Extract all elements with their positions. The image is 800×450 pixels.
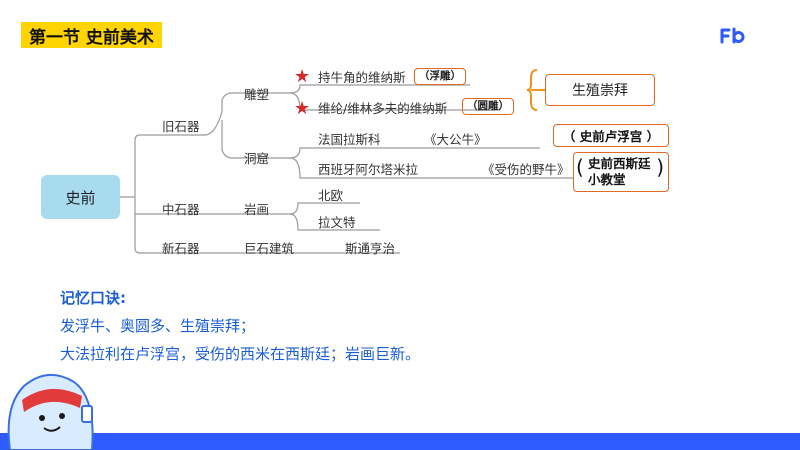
memo-line-1: 发浮牛、奥圆多、生殖崇拜； xyxy=(60,317,256,335)
root-node: 史前 xyxy=(41,175,120,219)
fertility-worship-box: 生殖崇拜 xyxy=(545,74,655,106)
venus-willendorf-name: 维纶/维林多夫的维纳斯 xyxy=(318,101,448,116)
lascaux-note-box: （ 史前卢浮宫 ） xyxy=(553,124,669,147)
page-title: 第一节 史前美术 xyxy=(21,22,162,48)
altamira-paren-left: ( xyxy=(576,155,584,179)
memo-title: 记忆口诀: xyxy=(60,289,126,307)
altamira-note-line-2: 小教堂 xyxy=(588,172,626,187)
sculpture-label: 雕塑 xyxy=(244,87,270,102)
star-icon: ★ xyxy=(294,98,311,119)
mesolithic-label: 中石器 xyxy=(162,202,200,217)
lascaux-name: 法国拉斯科 xyxy=(318,132,381,147)
stonehenge-item: 斯通亨治 xyxy=(345,241,396,256)
cave-label: 洞窟 xyxy=(244,151,270,166)
bottom-bar xyxy=(0,433,800,450)
logo-icon xyxy=(719,26,749,46)
neolithic-label: 新石器 xyxy=(162,241,200,256)
lascaux-note: （ 史前卢浮宫 ） xyxy=(562,129,660,144)
lascaux-work: 《大公牛》 xyxy=(424,132,487,147)
rock-art-label: 岩画 xyxy=(244,202,270,217)
star-icon: ★ xyxy=(294,66,311,87)
relief-tag: （浮雕） xyxy=(414,68,466,85)
megalith-label: 巨石建筑 xyxy=(244,241,295,256)
round-sculpture-tag: （圆雕） xyxy=(462,98,514,115)
memo-line-2: 大法拉利在卢浮宫，受伤的西米在西斯廷；岩画巨新。 xyxy=(60,345,421,363)
brace-icon xyxy=(527,69,545,111)
altamira-note-box: ( 史前西斯廷 小教堂 ) xyxy=(573,152,669,192)
venus-horn-name: 持牛角的维纳斯 xyxy=(318,70,406,85)
paleolithic-label: 旧石器 xyxy=(162,119,200,134)
altamira-name: 西班牙阿尔塔米拉 xyxy=(318,162,419,177)
root-label: 史前 xyxy=(65,188,96,207)
north-europe-item: 北欧 xyxy=(318,188,344,203)
altamira-paren-right: ) xyxy=(656,155,664,179)
fertility-worship-text: 生殖崇拜 xyxy=(572,83,628,99)
mascot-icon xyxy=(7,374,94,450)
page-title-text: 第一节 史前美术 xyxy=(29,27,154,48)
altamira-note-line-1: 史前西斯廷 xyxy=(588,156,651,171)
levant-item: 拉文特 xyxy=(318,215,356,230)
altamira-work: 《受伤的野牛》 xyxy=(482,162,570,177)
